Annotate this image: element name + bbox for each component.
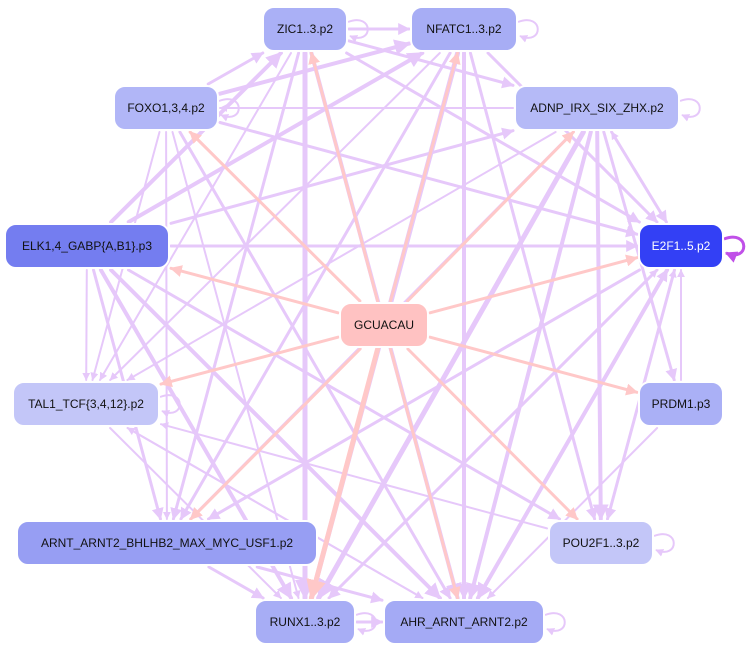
self-loop-nfatc	[517, 19, 539, 43]
node-label: E2F1..5.p2	[652, 239, 711, 253]
node-label: PRDM1.p3	[652, 397, 711, 411]
edge-arnt-to-runx	[207, 565, 265, 600]
node-label: GCUACAU	[354, 318, 414, 332]
self-loop-ahr	[544, 612, 566, 636]
edge-gcu-to-ahr	[389, 347, 461, 600]
edge-gcu-to-nfatc	[389, 51, 461, 303]
edge-gcu-to-prdm	[428, 335, 639, 396]
edge-elk-to-pou	[127, 268, 561, 521]
node-label: POU2F1..3.p2	[563, 536, 640, 550]
node-box	[638, 381, 724, 427]
edge-gcu-to-e2f	[428, 254, 639, 315]
edge-elk-to-adnp	[169, 127, 515, 225]
node-box	[339, 302, 429, 348]
node-label: ARNT_ARNT2_BHLHB2_MAX_MYC_USF1.p2	[41, 536, 293, 550]
edge-ahr-to-tal	[126, 427, 424, 599]
node-label: ZIC1..3.p2	[277, 22, 333, 36]
edge-adnp-to-pou	[592, 130, 609, 521]
self-loop-zic	[347, 19, 369, 43]
node-pou[interactable]: POU2F1..3.p2	[548, 520, 654, 566]
edge-gcu-to-tal	[159, 335, 340, 388]
edge-gcu-to-runx	[306, 346, 381, 601]
node-nfatc[interactable]: NFATC1..3.p2	[410, 6, 518, 52]
edge-gcu-to-adnp	[406, 130, 575, 303]
edge-foxo-to-zic	[206, 51, 265, 86]
node-tal[interactable]: TAL1_TCF{3,4,12}.p2	[12, 381, 160, 427]
edge-gcu-to-elk	[169, 265, 340, 315]
edge-ahr-to-e2f	[476, 268, 669, 600]
node-runx[interactable]: RUNX1..3.p2	[254, 599, 356, 645]
self-loop-pou	[653, 533, 675, 557]
node-label: NFATC1..3.p2	[426, 22, 501, 36]
node-box	[514, 85, 680, 131]
edge-adnp-to-runx	[316, 129, 586, 601]
self-loops-layer	[159, 19, 746, 636]
node-box	[12, 381, 160, 427]
node-box	[16, 520, 318, 566]
edge-gcu-to-zic	[308, 51, 380, 303]
node-box	[410, 6, 518, 52]
node-label: ELK1,4_GABP{A,B1}.p3	[22, 239, 152, 253]
node-label: FOXO1,3,4.p2	[127, 101, 205, 115]
node-box	[638, 223, 724, 269]
edge-gcu-to-foxo	[188, 130, 362, 303]
edge-e2f-to-adnp	[610, 131, 668, 223]
self-loop-e2f	[723, 235, 746, 263]
node-label: AHR_ARNT_ARNT2.p2	[400, 615, 528, 629]
self-loop-runx	[355, 612, 377, 636]
edge-pou-to-tal	[160, 422, 548, 530]
node-box	[4, 223, 170, 269]
edge-adnp-to-tal	[126, 131, 557, 381]
self-loop-adnp	[679, 98, 701, 122]
node-zic[interactable]: ZIC1..3.p2	[262, 6, 348, 52]
node-box	[548, 520, 654, 566]
edge-elk-to-tal	[82, 269, 91, 381]
node-elk[interactable]: ELK1,4_GABP{A,B1}.p3	[4, 223, 170, 269]
edge-e2f-to-arnt	[207, 268, 641, 521]
node-label: RUNX1..3.p2	[270, 615, 341, 629]
node-gcu[interactable]: GCUACAU	[339, 302, 429, 348]
node-box	[113, 85, 219, 131]
node-ahr[interactable]: AHR_ARNT_ARNT2.p2	[383, 599, 545, 645]
edge-gcu-to-arnt	[189, 347, 362, 521]
edge-gcu-to-pou	[406, 347, 579, 521]
self-loop-tal	[159, 394, 181, 418]
node-adnp[interactable]: ADNP_IRX_SIX_ZHX.p2	[514, 85, 680, 131]
node-box	[383, 599, 545, 645]
node-prdm[interactable]: PRDM1.p3	[638, 381, 724, 427]
node-foxo[interactable]: FOXO1,3,4.p2	[113, 85, 219, 131]
node-label: TAL1_TCF{3,4,12}.p2	[28, 397, 144, 411]
node-box	[254, 599, 356, 645]
node-label: ADNP_IRX_SIX_ZHX.p2	[530, 101, 664, 115]
node-e2f[interactable]: E2F1..5.p2	[638, 223, 724, 269]
node-box	[262, 6, 348, 52]
self-loop-foxo	[218, 98, 240, 122]
node-arnt[interactable]: ARNT_ARNT2_BHLHB2_MAX_MYC_USF1.p2	[16, 520, 318, 566]
